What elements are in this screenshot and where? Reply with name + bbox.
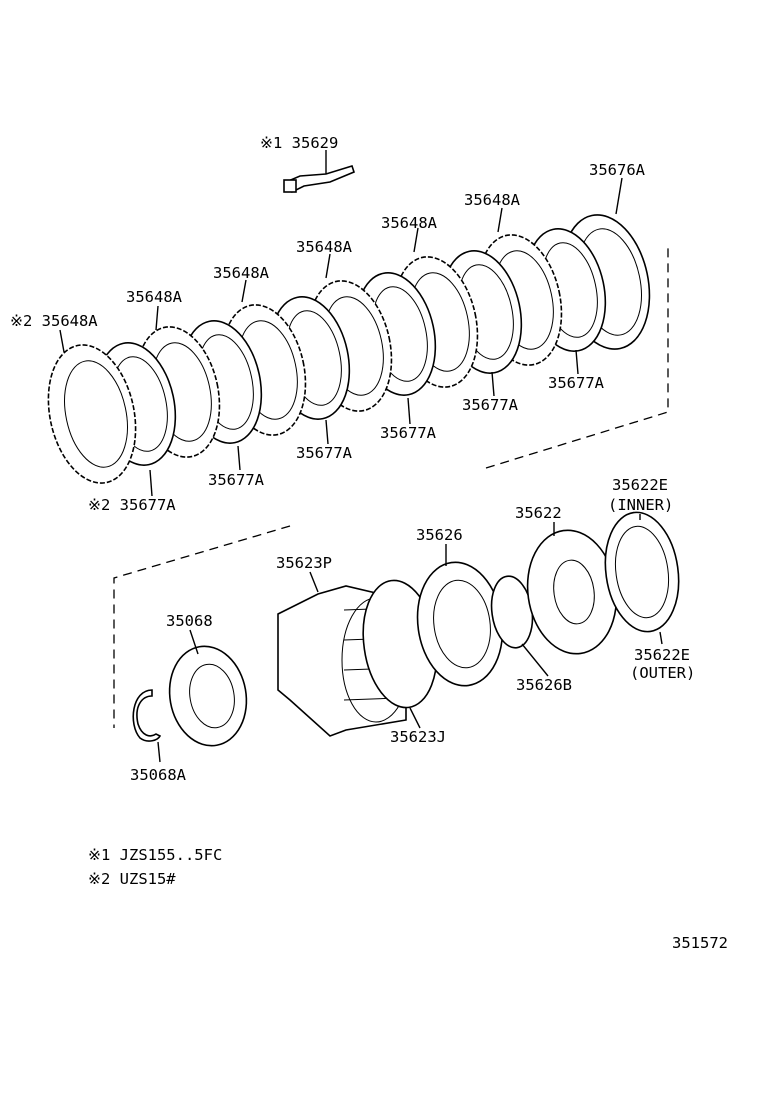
- footnote-1: ※1 JZS155..5FC: [88, 846, 222, 864]
- label-35626: 35626: [416, 526, 463, 544]
- part-labels: ※1 35629 35676A 35648A 35648A 35648A 356…: [10, 134, 695, 784]
- label-35648A-3: 35648A: [296, 238, 353, 256]
- leader-lines: [59, 150, 663, 763]
- label-35677A-star2: ※2 35677A: [88, 496, 176, 514]
- hub-35068-icon: [168, 645, 248, 747]
- piston-35626-icon: [416, 561, 504, 687]
- label-35648A-2: 35648A: [381, 214, 438, 232]
- label-35626B: 35626B: [516, 676, 572, 694]
- label-35648A-5: 35648A: [126, 288, 183, 306]
- label-35677A-1: 35677A: [548, 374, 605, 392]
- figure-number: 351572: [672, 934, 728, 952]
- label-35622E-outer-number: 35622E: [634, 646, 690, 664]
- label-35623J: 35623J: [390, 728, 446, 746]
- label-35648A-star2: ※2 35648A: [10, 312, 98, 330]
- assembly-outline: [113, 246, 669, 728]
- label-35068: 35068: [166, 612, 213, 630]
- label-35648A-4: 35648A: [213, 264, 270, 282]
- label-35648A-1: 35648A: [464, 191, 521, 209]
- clutch-pack: [47, 214, 651, 484]
- label-35677A-5: 35677A: [208, 471, 265, 489]
- label-35629: ※1 35629: [260, 134, 338, 152]
- label-35622E-inner-number: 35622E: [612, 476, 668, 494]
- label-35623P: 35623P: [276, 554, 332, 572]
- label-35622E-inner-tag: (INNER): [608, 496, 673, 514]
- label-35676A: 35676A: [589, 161, 646, 179]
- label-35622: 35622: [515, 504, 562, 522]
- label-35677A-4: 35677A: [296, 444, 353, 462]
- seal-35622E-icon: [604, 511, 680, 633]
- footnote-2: ※2 UZS15#: [88, 870, 176, 888]
- label-35677A-2: 35677A: [462, 396, 519, 414]
- disc-friction-1: [47, 344, 137, 484]
- label-35622E-outer-tag: (OUTER): [630, 664, 695, 682]
- label-35677A-3: 35677A: [380, 424, 437, 442]
- footnotes: ※1 JZS155..5FC ※2 UZS15#: [88, 846, 222, 888]
- snap-ring-35068A-icon: [132, 689, 162, 742]
- label-35068A: 35068A: [130, 766, 187, 784]
- spring-35629-icon: [283, 165, 355, 194]
